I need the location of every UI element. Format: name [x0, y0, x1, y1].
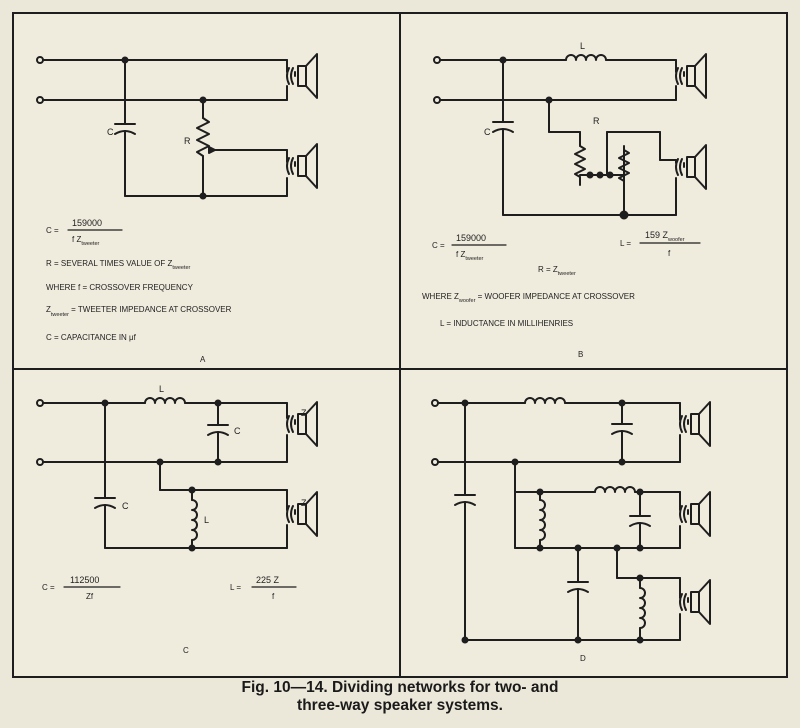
- panel-b-note-2: L = INDUCTANCE IN MILLIHENRIES: [440, 319, 573, 328]
- panel-d-letter: D: [580, 654, 586, 663]
- panel-b-formula-l-num: 159 Zwoofer: [645, 230, 685, 243]
- panel-b-formula-c-den: f Ztweeter: [456, 250, 484, 262]
- panel-c-label-z2: Z: [301, 498, 307, 508]
- panel-c-label-z1: Z: [301, 408, 307, 418]
- panel-c-circuit: [36, 397, 288, 552]
- panel-a-circuit: [36, 56, 288, 200]
- panel-b-label-r: R: [593, 116, 600, 126]
- panel-b-circuit: [433, 54, 677, 220]
- panel-c-label-l2: L: [204, 515, 209, 525]
- panel-a-formula-lhs: C =: [46, 226, 59, 235]
- panel-c-letter: C: [183, 646, 189, 655]
- panel-b-note-1: WHERE Zwoofer = WOOFER IMPEDANCE AT CROS…: [422, 292, 635, 304]
- panel-a-formula-den: f Ztweeter: [72, 235, 100, 247]
- panel-a-note-4: C = CAPACITANCE IN μf: [46, 333, 137, 342]
- panel-a-note-1: R = SEVERAL TIMES VALUE OF Ztweeter: [46, 259, 191, 271]
- figure-caption-line-1: Fig. 10—14. Dividing networks for two- a…: [241, 679, 559, 696]
- panel-d-speaker-tweeter: [679, 401, 711, 447]
- panel-c-formula-l-num: 225 Z: [256, 575, 280, 585]
- panel-c-label-c2: C: [122, 501, 129, 511]
- panel-b-speaker-woofer: [675, 144, 707, 190]
- panel-a-label-r: R: [184, 136, 191, 146]
- panel-b-formula-r: R = Ztweeter: [538, 265, 576, 277]
- panel-a-label-c: C: [107, 127, 114, 137]
- panel-d-speaker-midrange: [679, 491, 711, 537]
- panel-b-formula-l-den: f: [668, 249, 671, 258]
- panel-c-label-l1: L: [159, 384, 164, 394]
- panel-c-formula-l-lhs: L =: [230, 583, 241, 592]
- panel-b-label-l: L: [580, 41, 585, 51]
- panel-c-formula-l-den: f: [272, 592, 275, 601]
- panel-c-formula-c-lhs: C =: [42, 583, 55, 592]
- panel-c-formula-c-den: Zf: [86, 592, 94, 601]
- panel-a-note-3: Ztweeter = TWEETER IMPEDANCE AT CROSSOVE…: [46, 305, 232, 318]
- panel-b-label-c: C: [484, 127, 491, 137]
- panel-a-speaker-tweeter: [286, 53, 318, 99]
- panel-c-formula-c-num: 112500: [70, 575, 99, 585]
- panel-c-label-c1: C: [234, 426, 241, 436]
- figure-caption-line-2: three-way speaker systems.: [297, 697, 503, 714]
- panel-b-letter: B: [578, 350, 583, 359]
- panel-a-note-2: WHERE f = CROSSOVER FREQUENCY: [46, 283, 194, 292]
- panel-b-formula-c-num: 159000: [456, 233, 486, 243]
- panel-b-formula-l-lhs: L =: [620, 239, 631, 248]
- panel-a-speaker-woofer: [286, 143, 318, 189]
- panel-b-speaker-tweeter: [675, 53, 707, 99]
- panel-b-formula-c-lhs: C =: [432, 241, 445, 250]
- panel-a-formula-num: 159000: [72, 218, 102, 228]
- panel-d-circuit: [431, 397, 681, 644]
- panel-d-speaker-woofer: [679, 579, 711, 625]
- panel-a-letter: A: [200, 355, 206, 364]
